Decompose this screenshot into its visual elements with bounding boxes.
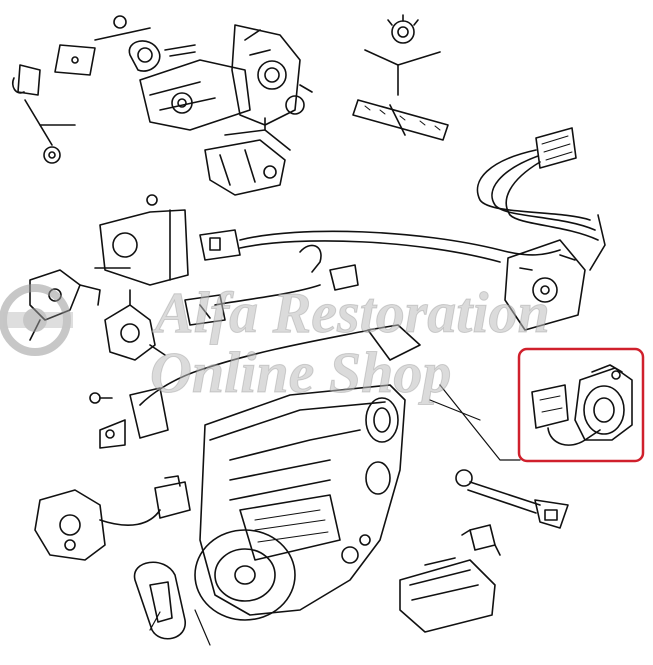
duct-gasket-part <box>133 561 186 640</box>
highlighted-actuator-motor-part <box>531 364 633 446</box>
rotary-cam-part <box>104 289 166 361</box>
foam-seal-strip-part <box>352 99 449 141</box>
vacuum-solenoid-part <box>94 194 189 286</box>
sensor-cable-part <box>99 324 421 449</box>
blower-fan-part <box>194 529 296 621</box>
flap-motor-part <box>34 475 191 561</box>
air-duct-box-part <box>399 557 496 633</box>
watermark-line-2: Online Shop <box>150 340 451 405</box>
heater-box-housing-part <box>199 384 406 616</box>
watermark-logo <box>0 284 73 356</box>
blower-motor-bracket-part <box>139 24 313 151</box>
highlight-frame <box>517 347 645 463</box>
screw-part <box>89 392 113 404</box>
retaining-clip-part <box>461 524 501 556</box>
wiring-harness-part <box>239 127 606 271</box>
stepper-actuator-part <box>504 239 586 331</box>
leader-lines <box>149 384 521 646</box>
servo-motor-part <box>204 139 286 196</box>
wiring-connector-part <box>199 229 241 261</box>
actuator-gear-assembly-part <box>11 15 196 164</box>
temperature-sensor-part <box>184 244 359 326</box>
watermark-line-1: Alfa Restoration <box>152 280 550 345</box>
gear-clip-part <box>364 14 441 96</box>
control-rod-part <box>455 469 569 529</box>
